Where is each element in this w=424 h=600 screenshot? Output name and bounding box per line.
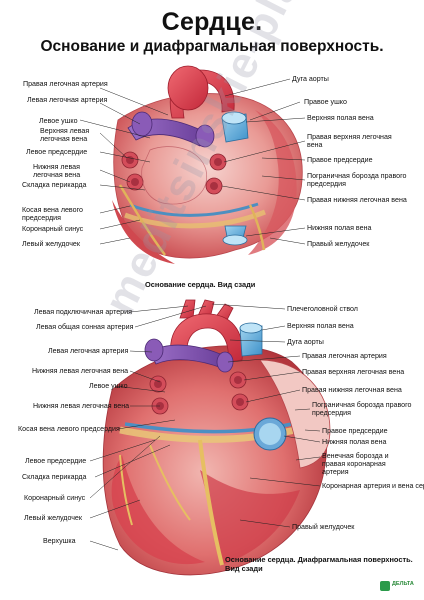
label-top-left-1: Левая легочная артерия (27, 96, 108, 104)
label-bottom-left-1: Левая общая сонная артерия (36, 323, 134, 331)
label-top-left-2: Левое ушко (39, 117, 78, 125)
label-top-left-4: Левое предсердие (26, 148, 88, 156)
label-top-right-0: Дуга аорты (292, 75, 329, 83)
heart-base-illustration (112, 65, 303, 264)
label-bottom-right-5: Правая нижняя легочная вена (302, 386, 402, 394)
label-bottom-left-11: Верхушка (43, 537, 76, 545)
label-bottom-right-11: Правый желудочек (292, 523, 355, 531)
label-bottom-right-3: Правая легочная артерия (302, 352, 387, 360)
bottom-caption: Основание сердца. Диафрагмальная поверхн… (225, 555, 413, 573)
page-subtitle: Основание и диафрагмальная поверхность. (40, 38, 384, 55)
label-top-left-3: Верхняя левая легочная вена (40, 127, 90, 143)
label-top-right-2: Верхняя полая вена (307, 114, 374, 122)
label-top-left-7: Косая вена левого предсердия (22, 206, 83, 222)
label-top-right-7: Нижняя полая вена (307, 224, 372, 232)
label-bottom-right-2: Дуга аорты (287, 338, 324, 346)
publisher-logo: ДЕЛЬТА (380, 580, 418, 594)
label-bottom-left-0: Левая подключичная артерия (34, 308, 132, 316)
label-bottom-left-5: Нижняя левая легочная вена (33, 402, 130, 410)
label-top-left-9: Левый желудочек (22, 240, 80, 248)
label-top-left-5: Нижняя левая легочная вена (33, 163, 81, 179)
label-top-left-0: Правая легочная артерия (23, 80, 108, 88)
label-bottom-right-8: Нижняя полая вена (322, 438, 387, 446)
label-top-right-8: Правый желудочек (307, 240, 370, 248)
label-bottom-right-7: Правое предсердие (322, 427, 388, 435)
label-top-left-6: Складка перикарда (22, 181, 87, 189)
label-bottom-right-4: Правая верхняя легочная вена (302, 368, 405, 376)
label-bottom-left-9: Коронарный синус (24, 494, 86, 502)
label-bottom-left-10: Левый желудочек (24, 514, 82, 522)
bottom-leader-lines (89, 303, 321, 551)
label-bottom-left-2: Левая легочная артерия (48, 347, 129, 355)
label-bottom-right-0: Плечеголовной ствол (287, 305, 358, 313)
logo-icon (380, 581, 390, 591)
label-top-right-1: Правое ушко (304, 98, 347, 106)
heart-diaphragmatic-illustration (102, 299, 331, 576)
label-top-right-6: Правая нижняя легочная вена (307, 196, 407, 204)
label-bottom-left-8: Складка перикарда (22, 473, 87, 481)
label-bottom-left-6: Косая вена левого предсердия (18, 425, 120, 433)
label-bottom-right-6: Пограничная борозда правого предсердия (312, 401, 412, 417)
label-top-right-3: Правая верхняя легочная вена (307, 133, 392, 149)
page-title: Сердце. (161, 8, 263, 36)
label-bottom-right-1: Верхняя полая вена (287, 322, 354, 330)
label-top-left-8: Коронарный синус (22, 225, 84, 233)
label-top-right-4: Правое предсердие (307, 156, 373, 164)
label-bottom-left-4: Левое ушко (89, 382, 128, 390)
logo-text: ДЕЛЬТА (392, 581, 414, 587)
top-caption: Основание сердца. Вид сзади (145, 280, 256, 289)
label-top-right-5: Пограничная борозда правого предсердия (307, 172, 407, 188)
top-leader-lines (79, 78, 306, 245)
label-bottom-right-9: Венечная борозда и правая коронарная арт… (322, 452, 389, 476)
label-bottom-left-3: Нижняя левая легочная вена (32, 367, 129, 375)
label-bottom-right-10: Коронарная артерия и вена сердца (322, 482, 424, 490)
label-bottom-left-7: Левое предсердие (25, 457, 87, 465)
